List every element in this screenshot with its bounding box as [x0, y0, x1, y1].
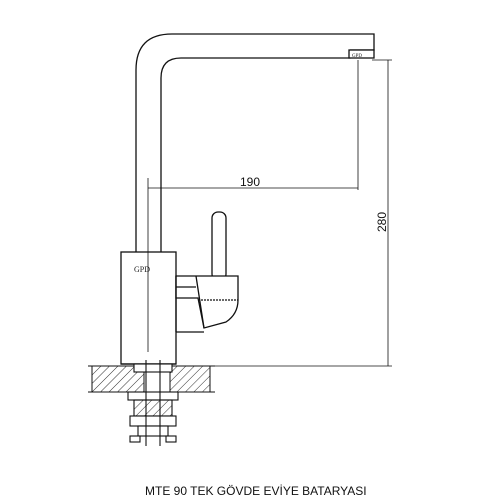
spout [135, 33, 375, 252]
spout-brand-mark: GPD [352, 54, 362, 59]
dimension-horizontal [148, 60, 359, 190]
product-caption: MTE 90 TEK GÖVDE EVİYE BATARYASI [145, 484, 367, 498]
mounting-assembly [127, 360, 179, 446]
dimension-vertical [215, 59, 392, 367]
lever-handle [175, 211, 239, 333]
body-brand-mark: GPD [134, 265, 150, 274]
dimension-horizontal-label: 190 [240, 175, 260, 189]
dimension-vertical-label: 280 [375, 212, 389, 232]
